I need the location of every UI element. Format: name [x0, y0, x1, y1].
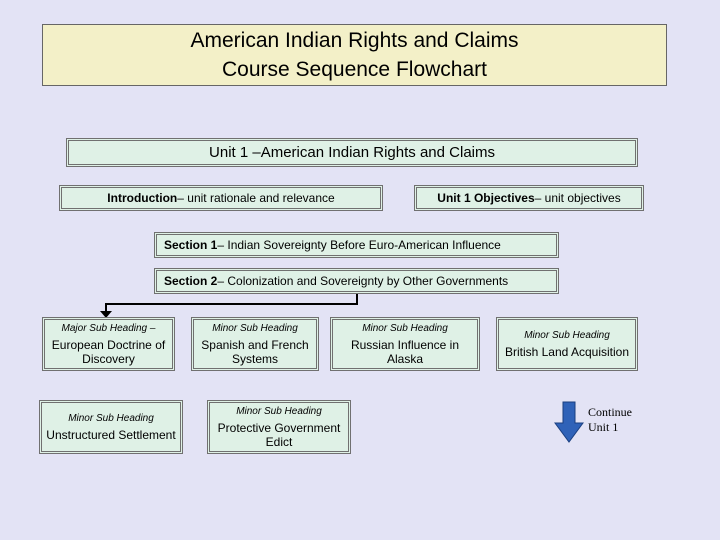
- sub-heading-russian-alaska: Minor Sub Heading Russian Influence in A…: [330, 317, 480, 371]
- connector-arrowhead: [100, 311, 112, 318]
- sub-heading-text: British Land Acquisition: [504, 345, 630, 359]
- sub-heading-protective-edict: Minor Sub Heading Protective Government …: [207, 400, 351, 454]
- sub-heading-text: European Doctrine of Discovery: [51, 338, 166, 366]
- introduction-box: Introduction – unit rationale and releva…: [59, 185, 383, 211]
- section-1-label: Section 1: [164, 238, 218, 252]
- sub-heading-type: Minor Sub Heading: [524, 330, 610, 341]
- objectives-label: Unit 1 Objectives: [437, 191, 535, 205]
- continue-line-1: Continue: [588, 405, 632, 419]
- sub-heading-european-doctrine: Major Sub Heading – European Doctrine of…: [42, 317, 175, 371]
- continue-label: Continue Unit 1: [588, 405, 632, 435]
- unit-box: Unit 1 –American Indian Rights and Claim…: [66, 138, 638, 167]
- section-2-box: Section 2 – Colonization and Sovereignty…: [154, 268, 559, 294]
- flowchart-title: American Indian Rights and Claims Course…: [42, 24, 667, 86]
- sub-heading-text: Spanish and French Systems: [201, 338, 309, 366]
- title-line-1: American Indian Rights and Claims: [190, 29, 519, 52]
- sub-heading-type: Minor Sub Heading: [362, 323, 448, 334]
- unit-label: Unit 1 –American Indian Rights and Claim…: [209, 144, 495, 161]
- sub-heading-type: Minor Sub Heading: [68, 413, 154, 424]
- sub-heading-type: Major Sub Heading –: [61, 323, 156, 334]
- section-2-desc: – Colonization and Sovereignty by Other …: [217, 274, 509, 288]
- down-arrow-icon: [554, 401, 584, 443]
- sub-heading-text: Russian Influence in Alaska: [350, 338, 460, 366]
- sub-heading-text: Protective Government Edict: [217, 421, 341, 449]
- connector-section2-to-major: [105, 294, 358, 312]
- section-1-box: Section 1 – Indian Sovereignty Before Eu…: [154, 232, 559, 258]
- section-2-label: Section 2: [164, 274, 218, 288]
- sub-heading-type: Minor Sub Heading: [236, 406, 322, 417]
- continue-line-2: Unit 1: [588, 420, 619, 434]
- sub-heading-spanish-french: Minor Sub Heading Spanish and French Sys…: [191, 317, 319, 371]
- introduction-label: Introduction: [107, 191, 178, 205]
- introduction-desc: – unit rationale and relevance: [177, 191, 335, 205]
- section-1-desc: – Indian Sovereignty Before Euro-America…: [217, 238, 501, 252]
- objectives-box: Unit 1 Objectives – unit objectives: [414, 185, 644, 211]
- sub-heading-british-land: Minor Sub Heading British Land Acquisiti…: [496, 317, 638, 371]
- sub-heading-type: Minor Sub Heading: [212, 323, 298, 334]
- sub-heading-unstructured-settlement: Minor Sub Heading Unstructured Settlemen…: [39, 400, 183, 454]
- objectives-desc: – unit objectives: [534, 191, 621, 205]
- sub-heading-text: Unstructured Settlement: [46, 428, 176, 442]
- title-line-2: Course Sequence Flowchart: [222, 58, 487, 81]
